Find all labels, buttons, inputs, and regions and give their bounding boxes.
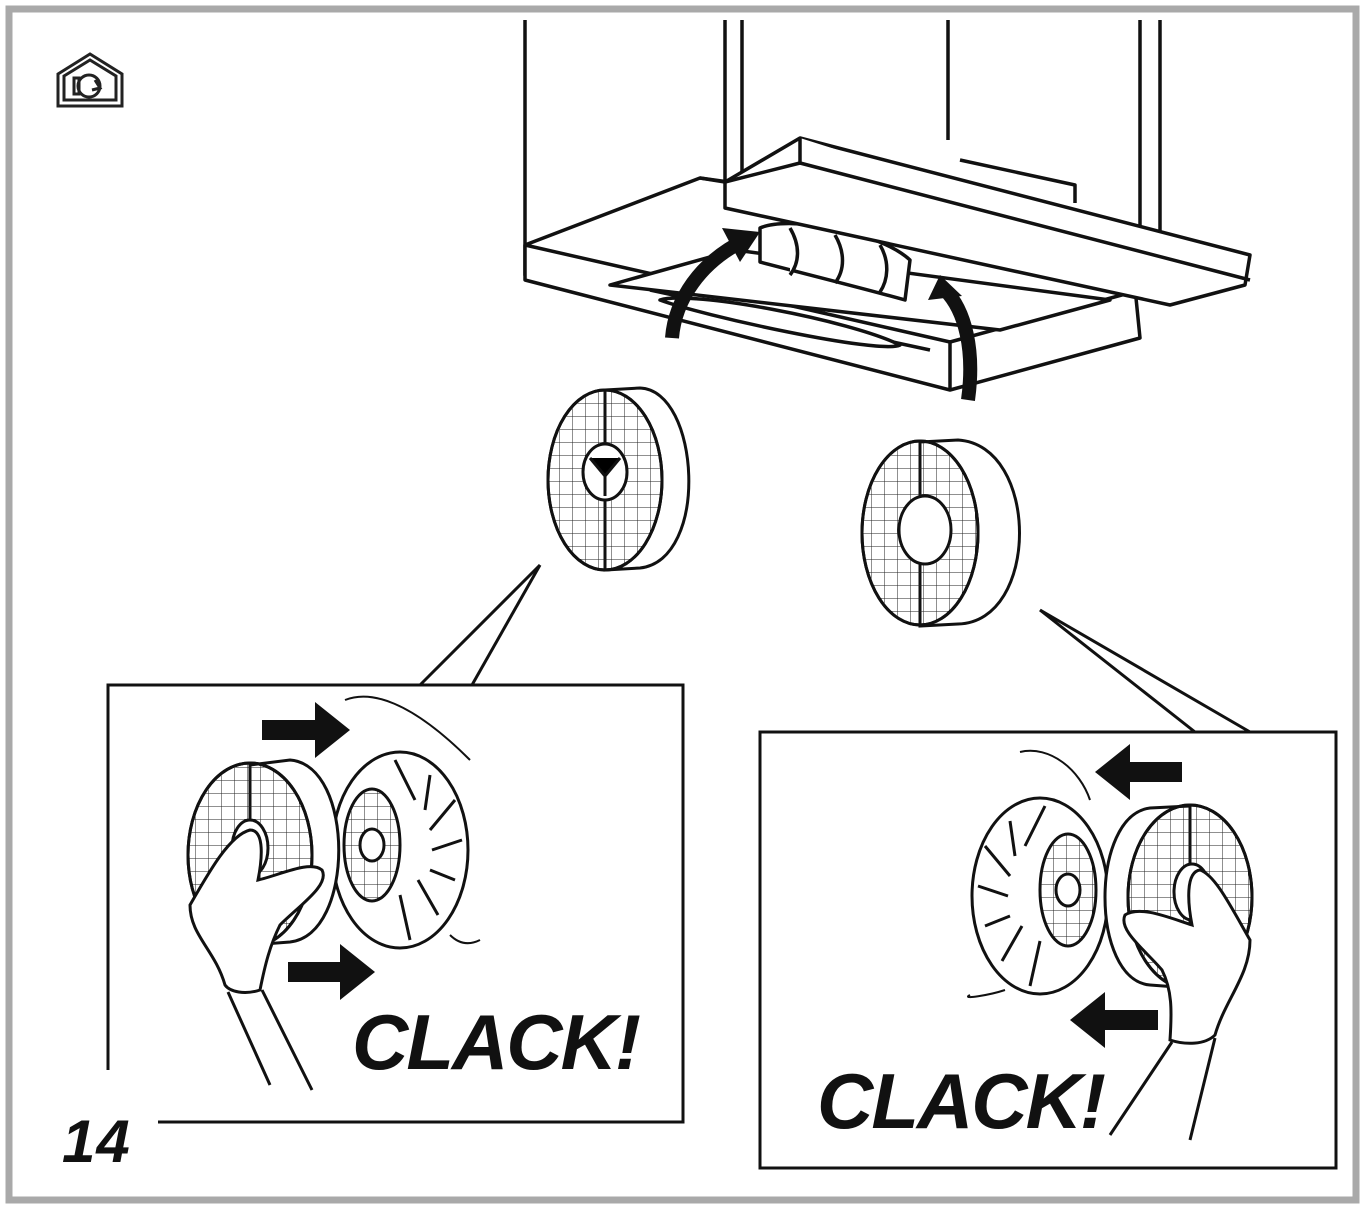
- clack-label-left: CLACK!: [352, 998, 641, 1086]
- insert-arrow-icon-right: [928, 275, 978, 401]
- clack-label-right: CLACK!: [817, 1057, 1106, 1145]
- insert-arrow-icon-left: [665, 228, 760, 339]
- cooker-hood: [523, 20, 1252, 392]
- detail-panel-left: [106, 683, 685, 1124]
- recirculation-mode-icon: [56, 52, 124, 108]
- push-arrow-icon-upper: [262, 702, 350, 758]
- outer-frame: [5, 5, 1360, 1204]
- callout-lines: [418, 563, 1251, 734]
- carbon-filter-left: [546, 386, 691, 572]
- step-number: 14: [62, 1108, 131, 1175]
- carbon-filter-right: [860, 438, 1021, 628]
- push-arrow-icon-upper: [1095, 744, 1182, 800]
- detail-panel-right: [758, 730, 1338, 1170]
- push-arrow-icon-lower: [1070, 992, 1158, 1048]
- push-arrow-icon-lower: [288, 944, 375, 1000]
